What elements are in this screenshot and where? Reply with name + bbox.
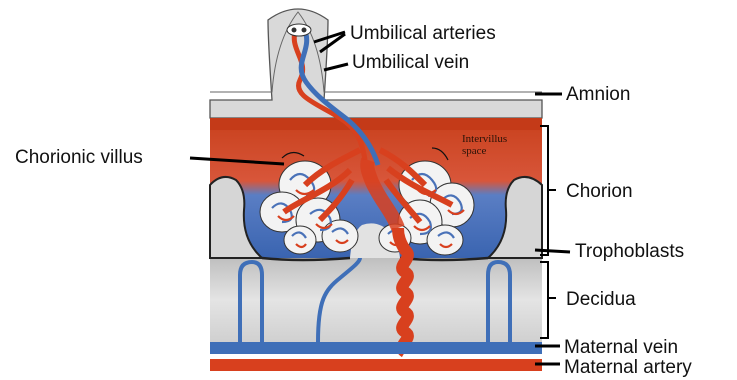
label-intervillus-line2: space (462, 145, 486, 157)
label-decidua: Decidua (566, 290, 636, 309)
maternal-artery-vessel (210, 359, 542, 371)
label-chorionic-villus: Chorionic villus (15, 148, 143, 167)
label-maternal-artery: Maternal artery (564, 358, 692, 377)
label-maternal-vein: Maternal vein (564, 338, 678, 357)
label-trophoblasts: Trophoblasts (575, 242, 684, 261)
decidua-bracket (540, 262, 556, 338)
label-intervillus-space: Intervillus space (462, 133, 507, 157)
maternal-vein-vessel (210, 342, 542, 354)
label-intervillus-line1: Intervillus (462, 133, 507, 145)
label-amnion: Amnion (566, 85, 630, 104)
label-chorion: Chorion (566, 182, 633, 201)
label-umbilical-arteries: Umbilical arteries (350, 24, 496, 43)
label-umbilical-vein: Umbilical vein (352, 53, 469, 72)
spiral-artery (398, 228, 408, 352)
cord-cross-section (287, 24, 311, 36)
